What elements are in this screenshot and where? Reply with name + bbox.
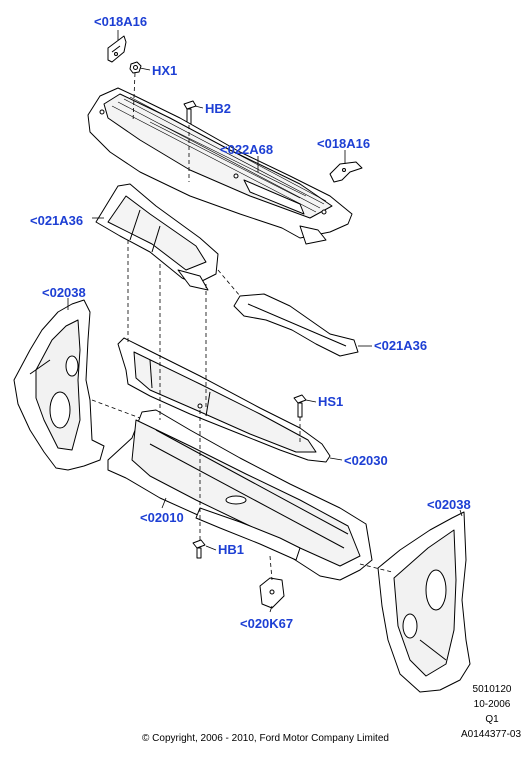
bracket-lower-part[interactable] [259, 577, 285, 609]
diagram-date: 10-2006 [473, 699, 511, 710]
callout-hb1[interactable]: HB1 [218, 542, 245, 557]
copyright-notice: © Copyright, 2006 - 2010, Ford Motor Com… [142, 733, 389, 744]
cowl-panel-part[interactable] [107, 409, 373, 581]
cowl-grille-part[interactable] [87, 87, 353, 245]
dash-upper-part[interactable] [117, 337, 331, 463]
callout-020k67[interactable]: <020K67 [240, 616, 294, 631]
diagram-reference: A0144377-03 [460, 729, 522, 740]
callout-021a36-left[interactable]: <021A36 [30, 213, 84, 228]
hs1-screw-part[interactable] [293, 394, 307, 418]
cowl-seal-right-part[interactable] [233, 293, 359, 357]
callout-02030[interactable]: <02030 [344, 453, 388, 468]
callout-018a16-right[interactable]: <018A16 [317, 136, 371, 151]
callout-02038-right[interactable]: <02038 [427, 497, 471, 512]
hb1-bolt-part[interactable] [192, 539, 206, 559]
left-apron-part[interactable] [13, 299, 105, 471]
callout-hb2[interactable]: HB2 [205, 101, 232, 116]
top-bracket-part[interactable] [107, 35, 127, 63]
callout-022a68[interactable]: <022A68 [220, 142, 274, 157]
hx1-nut-part[interactable] [129, 61, 142, 74]
leader-lines [67, 30, 463, 613]
callout-hx1[interactable]: HX1 [152, 63, 178, 78]
cowl-seal-left-part[interactable] [95, 183, 219, 291]
assembly-lines [91, 72, 393, 581]
callout-hs1[interactable]: HS1 [318, 394, 344, 409]
callout-02010[interactable]: <02010 [140, 510, 184, 525]
diagram-code: 5010120 [472, 684, 512, 695]
callout-021a36-right[interactable]: <021A36 [374, 338, 428, 353]
callout-02038-left[interactable]: <02038 [42, 285, 86, 300]
right-bracket-part[interactable] [329, 161, 363, 183]
diagram-revision: Q1 [485, 714, 499, 725]
callout-018a16-top[interactable]: <018A16 [94, 14, 148, 29]
right-apron-part[interactable] [377, 511, 471, 693]
